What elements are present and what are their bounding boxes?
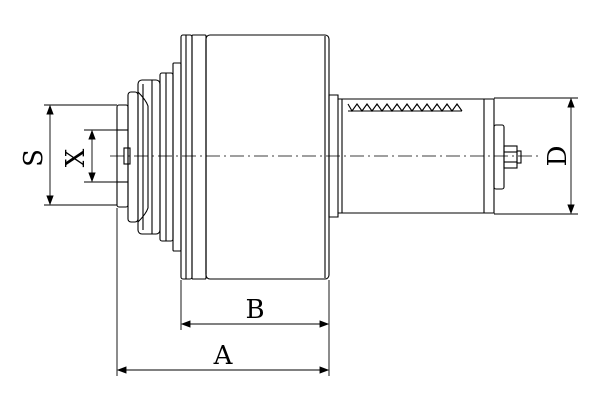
collet-nut — [127, 79, 161, 235]
dimension-b — [180, 280, 330, 330]
dimension-d — [494, 97, 578, 215]
label-b: B — [245, 295, 264, 325]
end-cap — [493, 124, 522, 190]
drum-body — [205, 34, 330, 280]
label-a: A — [213, 341, 234, 371]
flange-stack — [159, 34, 207, 280]
label-x: X — [61, 148, 91, 167]
dimension-s — [44, 104, 117, 206]
dimension-a — [116, 208, 330, 376]
label-s: S — [19, 149, 49, 167]
label-d: D — [543, 146, 573, 167]
dimension-x — [84, 129, 117, 183]
